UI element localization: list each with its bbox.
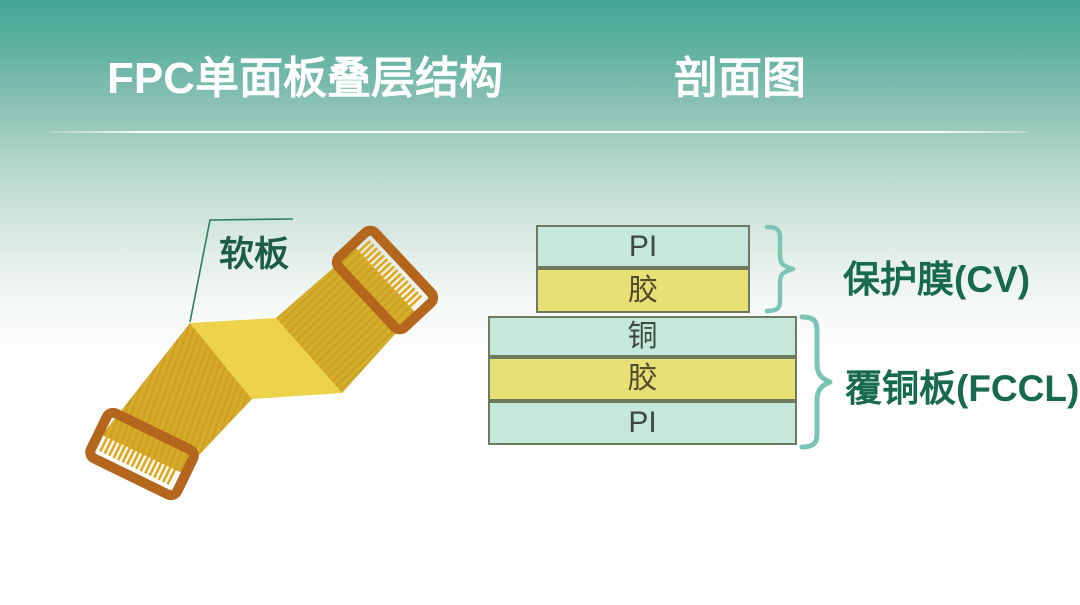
connector-frame — [85, 407, 199, 501]
layer-pi-top: PI — [536, 225, 750, 268]
brace-cv-group — [764, 224, 796, 314]
layer-adhesive-bottom: 胶 — [488, 357, 797, 401]
cable-fold-face — [190, 318, 342, 399]
layer-adhesive-top: 胶 — [536, 268, 750, 313]
layer-pi-bottom: PI — [488, 401, 797, 445]
cable-connector-top — [331, 225, 439, 335]
brace-fccl-group — [799, 314, 833, 450]
connector-contact-fingers — [99, 435, 179, 486]
group-label-cv: 保护膜(CV) — [843, 259, 1031, 300]
title-divider-line — [49, 131, 1028, 133]
section-title-cross-section: 剖面图 — [674, 54, 806, 103]
cable-connector-bottom — [85, 407, 199, 501]
group-label-fccl: 覆铜板(FCCL) — [845, 368, 1080, 409]
layer-copper: 铜 — [488, 316, 797, 357]
page-title: FPC单面板叠层结构 — [107, 54, 503, 103]
layer-stack-diagram: PI 胶 铜 胶 PI — [488, 225, 797, 445]
connector-frame — [331, 225, 439, 335]
cable-lower-ribbon — [102, 323, 252, 473]
cable-label-leader-line — [189, 218, 294, 323]
cable-upper-ribbon — [276, 248, 415, 393]
connector-contact-fingers — [356, 239, 424, 310]
cable-label: 软板 — [219, 235, 290, 274]
